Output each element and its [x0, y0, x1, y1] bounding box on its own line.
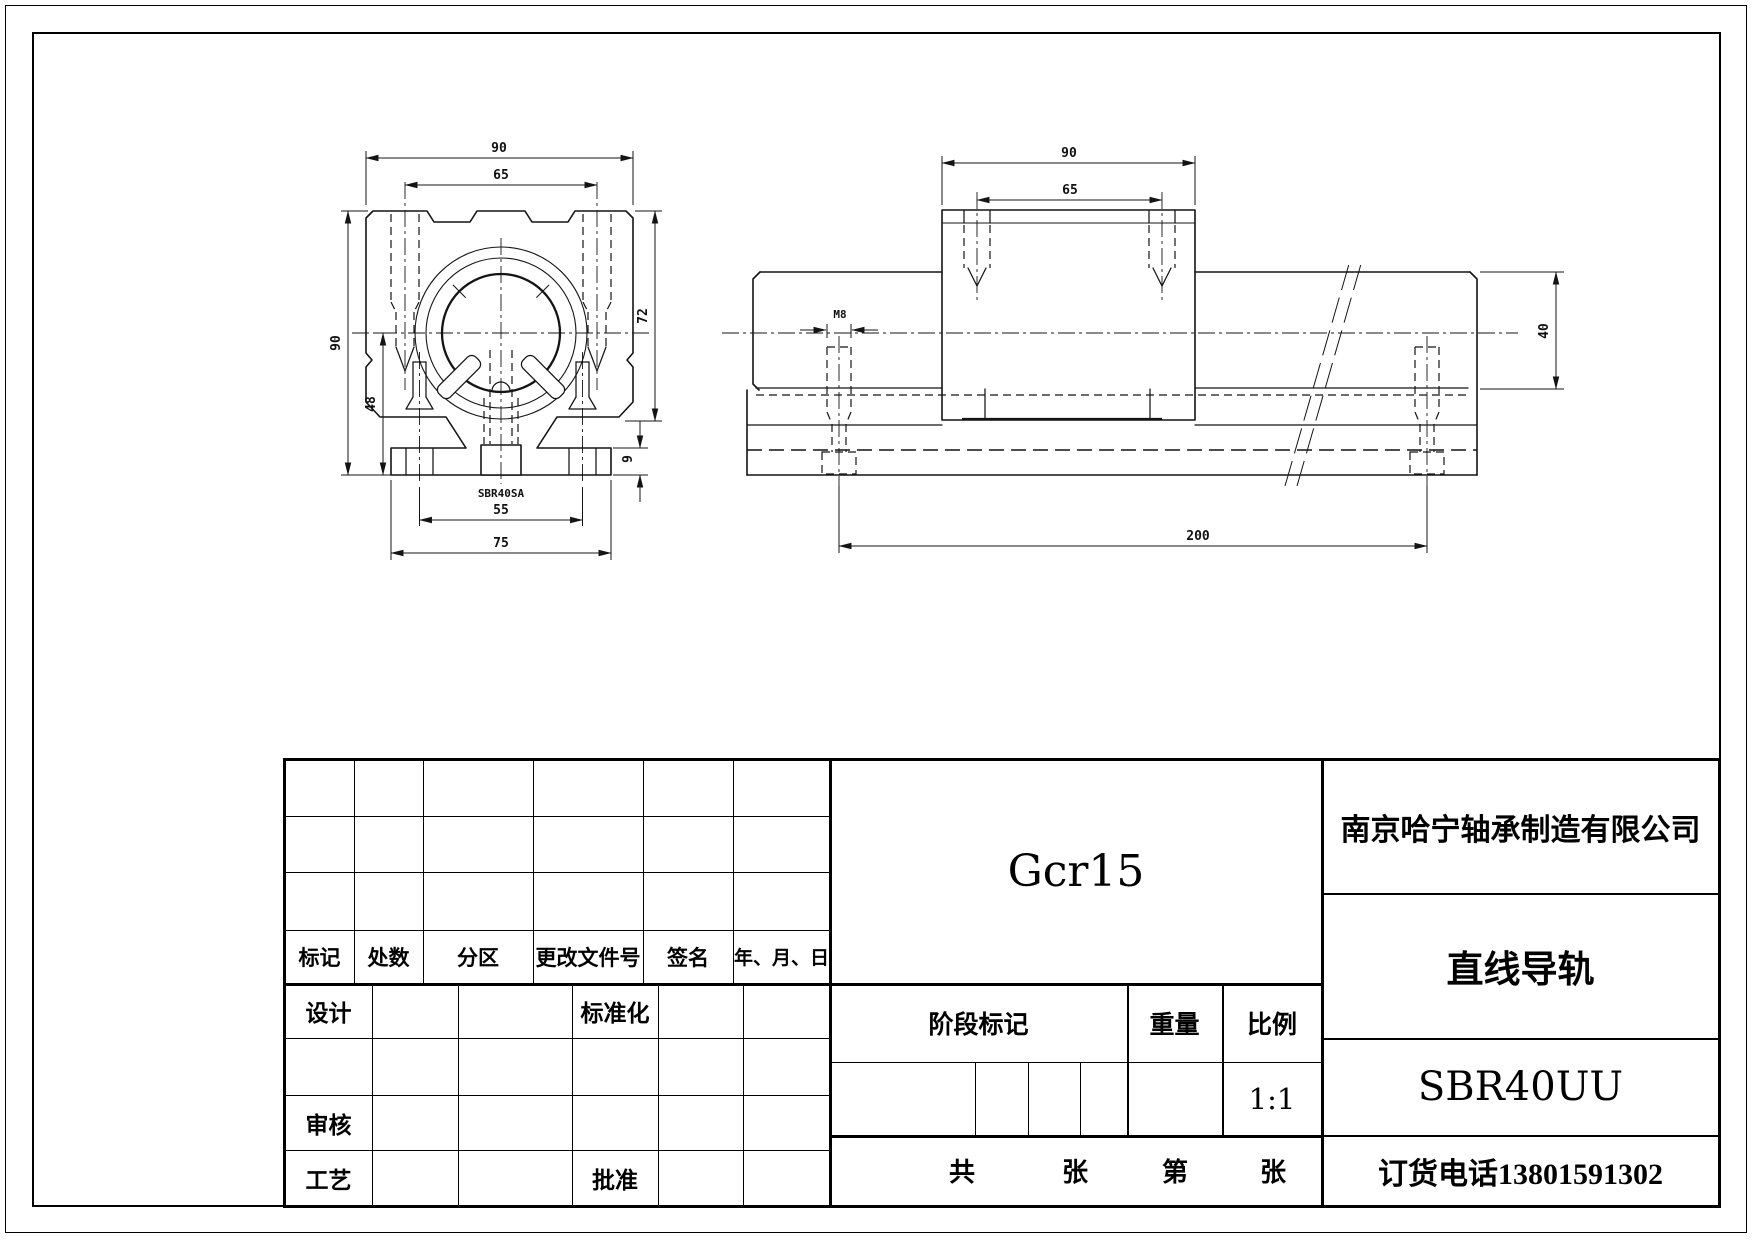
sheet-inner-border [32, 32, 1721, 1207]
titleblock-line [1222, 983, 1224, 1135]
material-value: Gcr15 [1007, 846, 1145, 897]
label-weight: 重量 [1149, 1011, 1200, 1039]
side-block [941, 192, 1196, 421]
label-signature: 签名 [667, 945, 709, 970]
label-review: 审核 [305, 1112, 352, 1138]
side-mount-bolts [821, 336, 1445, 492]
label-zone: 分区 [457, 945, 499, 970]
titleblock-line [1322, 1038, 1719, 1040]
dim-front-total-height: 90 [329, 335, 344, 351]
dim-front-top-width: 90 [491, 141, 507, 156]
titleblock-line [285, 983, 1322, 986]
dim-front-bolt-spacing: 65 [493, 168, 509, 183]
titleblock-line [533, 760, 534, 983]
front-seal-inserts [436, 354, 566, 400]
front-top-bolt-holes [390, 214, 612, 373]
dim-front-foot-width: 75 [493, 536, 509, 551]
dim-side-thread: M8 [833, 308, 846, 321]
front-dimensions: 90 65 90 48 72 9 SBR40SA 55 [329, 141, 662, 560]
titleblock-line [1322, 893, 1719, 895]
label-stage-mark: 阶段标记 [928, 1011, 1029, 1039]
label-date: 年、月、日 [733, 948, 829, 969]
titleblock-line [830, 1062, 1322, 1063]
label-sheets-total: 共 [948, 1158, 975, 1187]
label-change-file-no: 更改文件号 [535, 945, 641, 970]
titleblock-line [733, 760, 734, 983]
titleblock-line [830, 1135, 1322, 1138]
label-standardization: 标准化 [580, 1000, 650, 1026]
titleblock-line [1028, 1062, 1029, 1135]
title-block: 标记 处数 分区 更改文件号 签名 年、月、日 设计 标准化 审核 工艺 批准 … [283, 758, 1721, 1208]
side-view: 90 65 M8 40 200 [722, 146, 1564, 553]
front-foot-holes [405, 447, 597, 476]
titleblock-line [743, 983, 744, 1206]
label-process: 工艺 [305, 1168, 352, 1193]
label-count: 处数 [367, 945, 410, 970]
titleblock-line [975, 1062, 976, 1135]
model-number: SBR40UU [1417, 1063, 1624, 1110]
label-sheet-no: 第 [1161, 1158, 1188, 1187]
dim-front-foot-thickness: 9 [621, 455, 636, 463]
titleblock-line [423, 760, 424, 983]
side-rail-outline [722, 263, 1518, 487]
label-scale: 比例 [1246, 1011, 1297, 1039]
titleblock-line [372, 983, 373, 1206]
label-sheet-unit: 张 [1259, 1158, 1286, 1187]
dim-side-rail-diameter: 40 [1537, 323, 1552, 339]
titleblock-line [458, 983, 459, 1206]
titleblock-line [1080, 1062, 1081, 1135]
order-phone: 订货电话13801591302 [1378, 1157, 1663, 1191]
scale-value: 1:1 [1248, 1081, 1296, 1116]
titleblock-line [1321, 760, 1324, 1206]
dim-side-block-bolt-spacing: 65 [1062, 183, 1078, 198]
side-dimensions: 90 65 M8 40 200 [800, 146, 1564, 553]
dim-side-block-width: 90 [1061, 146, 1077, 161]
titleblock-line [643, 760, 644, 983]
dim-side-bolt-spacing: 200 [1186, 529, 1210, 544]
dim-front-center-height: 48 [364, 396, 379, 412]
product-name: 直线导轨 [1446, 949, 1595, 991]
titleblock-line [285, 1150, 830, 1151]
dim-front-foot-hole-spacing: 55 [493, 503, 509, 518]
front-body-outline [365, 210, 634, 476]
label-approval: 批准 [592, 1168, 638, 1193]
titleblock-line [572, 983, 573, 1206]
titleblock-line [354, 760, 355, 983]
dim-front-body-height: 72 [636, 308, 651, 324]
label-mark: 标记 [298, 945, 341, 970]
company-name: 南京哈宁轴承制造有限公司 [1340, 813, 1701, 847]
titleblock-line [285, 1095, 830, 1096]
titleblock-line [285, 872, 830, 873]
titleblock-line [285, 1038, 830, 1039]
titleblock-line [658, 983, 659, 1206]
label-sheets-unit: 张 [1061, 1158, 1088, 1187]
sheet-outer-border [5, 5, 1747, 1233]
titleblock-line [1322, 1135, 1719, 1137]
titleblock-line [1127, 983, 1129, 1135]
titleblock-line [285, 930, 830, 931]
label-design: 设计 [305, 1000, 352, 1026]
front-part-label: SBR40SA [478, 487, 525, 500]
front-centerlines [352, 182, 650, 484]
front-view: 90 65 90 48 72 9 SBR40SA 55 [329, 141, 662, 560]
titleblock-line [285, 816, 830, 817]
